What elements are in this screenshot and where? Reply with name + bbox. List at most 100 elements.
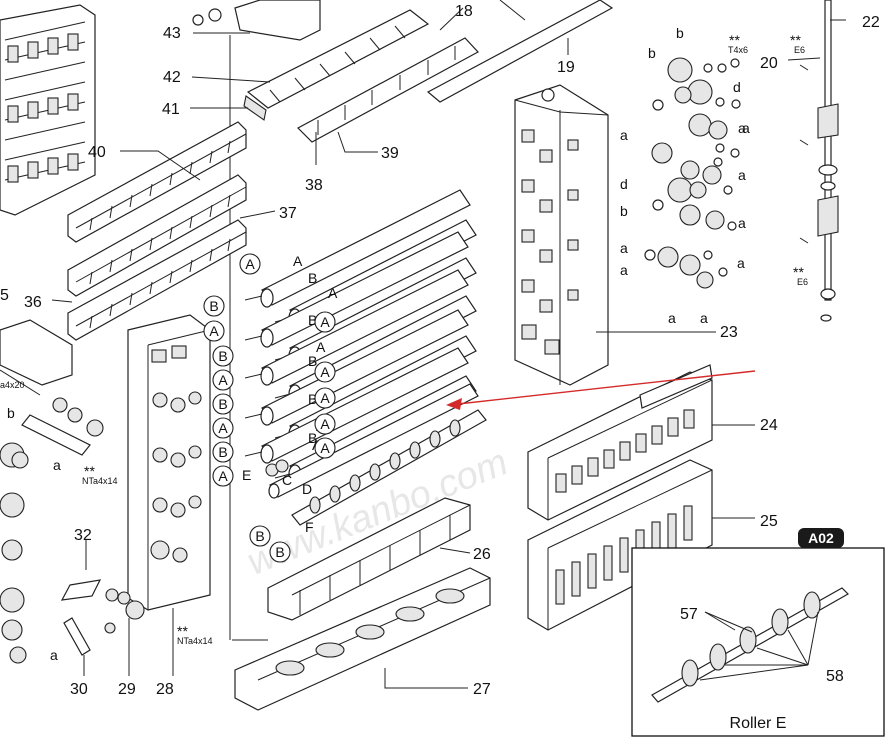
roller — [244, 269, 469, 386]
circled-letter-text: A — [245, 256, 255, 272]
circled-letter-text: B — [218, 444, 227, 460]
gear-letter-a: a — [700, 310, 708, 326]
roller-letter-a: A — [328, 285, 338, 301]
gear-letter-d: d — [620, 176, 628, 192]
tray-part-24 — [527, 364, 713, 521]
roller-e-gear — [265, 459, 289, 477]
part-number-39: 39 — [381, 145, 399, 162]
lid-part-43 — [192, 0, 321, 41]
fastener-nta-left: NTa4x14 — [82, 476, 118, 486]
left-gear-letter-a: a — [50, 647, 58, 663]
circled-letter-a: A — [212, 369, 234, 391]
roller-letter-b: B — [308, 430, 317, 446]
roller-letter-d: D — [302, 481, 312, 497]
circled-letter-a: A — [314, 361, 336, 383]
part-number-22: 22 — [862, 14, 880, 31]
inset-roller-e: A02 Roller E — [631, 528, 885, 737]
circled-letter-text: B — [255, 528, 264, 544]
part-number-18: 18 — [455, 3, 473, 20]
fastener-nta-bottom: NTa4x14 — [177, 636, 213, 646]
tray-part-25 — [527, 459, 713, 631]
circled-letter-text: A — [320, 416, 330, 432]
gear-letter-a: a — [738, 120, 746, 136]
circled-letter-a: A — [203, 320, 225, 342]
circled-letter-text: A — [218, 372, 228, 388]
gear-letter-a: a — [620, 262, 628, 278]
circled-letter-a: A — [314, 311, 336, 333]
part-number-29: 29 — [118, 681, 136, 698]
fastener-star-nta-left: ** — [84, 463, 95, 479]
left-edge-parts — [0, 319, 145, 664]
tray-part-26 — [267, 497, 471, 621]
gear-letter-a: a — [742, 120, 750, 136]
gear-letter-a: a — [668, 310, 676, 326]
gear-cluster — [644, 57, 741, 289]
tray-part-27 — [234, 567, 491, 711]
circled-letter-text: A — [218, 468, 228, 484]
circled-letter-text: A — [320, 364, 330, 380]
part-number-24: 24 — [760, 417, 778, 434]
left-gear-letter-a: a — [53, 457, 61, 473]
circled-letter-text: A — [320, 440, 330, 456]
part-number-28: 28 — [156, 681, 174, 698]
circled-letter-text: B — [218, 396, 227, 412]
part-number-57: 57 — [680, 606, 698, 623]
pointer-arrow — [446, 370, 756, 410]
roller — [244, 189, 471, 308]
circled-letter-b: B — [212, 345, 234, 367]
roller — [244, 347, 469, 464]
roller-letter-c: C — [282, 472, 292, 488]
roller-bank — [244, 189, 487, 526]
fastener-star-t4x6: ** — [729, 32, 740, 48]
circled-letter-a: A — [314, 437, 336, 459]
circled-letter-b: B — [269, 541, 291, 563]
left-gear-letter-b: b — [7, 405, 15, 421]
gear-letter-b: b — [648, 45, 656, 61]
circled-letter-a: A — [212, 465, 234, 487]
circled-letter-a: A — [239, 253, 261, 275]
fastener-star-e6-bottom: ** — [793, 264, 804, 280]
shaft-part-22 — [799, 0, 839, 322]
gear-letter-a: a — [737, 255, 745, 271]
part-number-43: 43 — [163, 25, 181, 42]
part-number-42: 42 — [163, 69, 181, 86]
side-plate-23 — [514, 84, 609, 386]
part-number-30: 30 — [70, 681, 88, 698]
gear-letter-a: a — [738, 215, 746, 231]
part-number-37: 37 — [279, 205, 297, 222]
edge-fragment-top: 5 — [0, 287, 9, 304]
fastener-t4x6: T4x6 — [728, 45, 748, 55]
left-gear-letters: b a a — [7, 405, 61, 663]
inset-caption: Roller E — [730, 715, 787, 732]
guide-rail-40 — [67, 121, 247, 243]
circled-letter-text: A — [209, 323, 219, 339]
roller-letter-b: B — [308, 270, 317, 286]
part-number-58: 58 — [826, 668, 844, 685]
inset-badge-text: A02 — [808, 530, 834, 546]
circled-letter-a: A — [314, 413, 336, 435]
part-number-19: 19 — [557, 59, 575, 76]
roller-f — [291, 409, 487, 526]
fastener-e6-top: E6 — [794, 45, 805, 55]
gear-letter-a: a — [738, 167, 746, 183]
circled-letter-text: B — [209, 298, 218, 314]
roller-letter-b: B — [308, 353, 317, 369]
part-number-38: 38 — [305, 177, 323, 194]
roller — [244, 231, 469, 348]
roller-letter-b: B — [308, 391, 317, 407]
roller-letter-a: A — [316, 339, 326, 355]
side-plate-28 — [127, 314, 211, 611]
roller-letter-b: B — [308, 312, 317, 328]
roller-letter-e: E — [242, 467, 251, 483]
circled-letter-text: A — [320, 390, 330, 406]
part-number-25: 25 — [760, 513, 778, 530]
circled-letter-b: B — [203, 295, 225, 317]
circled-letter-a: A — [314, 387, 336, 409]
fastener-star-e6-top: ** — [790, 32, 801, 48]
circled-letter-text: A — [218, 420, 228, 436]
cassette-stack-top-left — [0, 4, 96, 216]
